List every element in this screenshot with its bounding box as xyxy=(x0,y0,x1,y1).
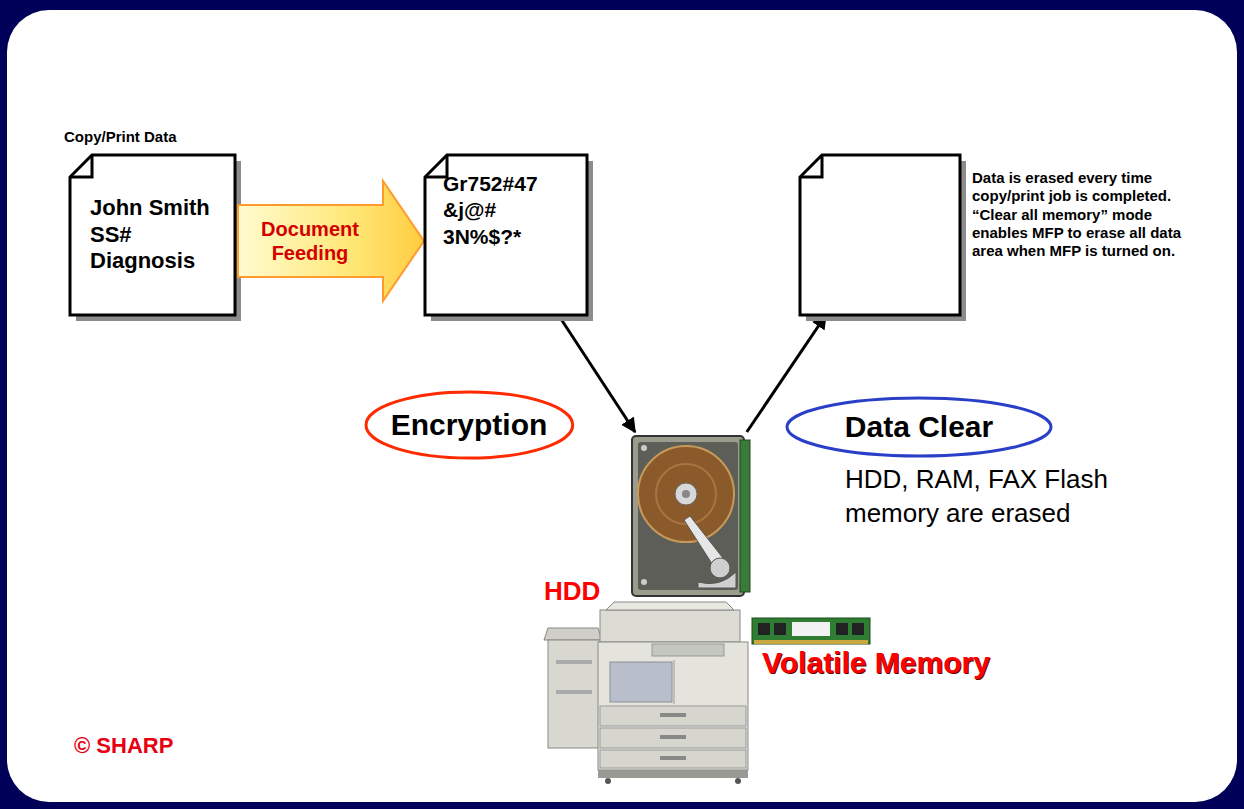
ram-chip xyxy=(758,623,770,635)
hdd-magnet xyxy=(698,572,736,588)
data-clear-ellipse: Data Clear xyxy=(785,396,1053,458)
scanner xyxy=(600,610,740,642)
page-sheet xyxy=(425,155,587,315)
ram-chip xyxy=(836,623,848,635)
door-seam xyxy=(674,660,675,704)
finisher-slot xyxy=(556,660,592,664)
hdd-actuator xyxy=(710,558,730,578)
finisher xyxy=(548,640,600,748)
hdd-spindle-hub xyxy=(682,490,690,498)
hdd-spindle xyxy=(675,483,697,505)
finisher-tray xyxy=(544,628,602,640)
copier xyxy=(544,602,748,784)
hdd-screw xyxy=(641,579,647,585)
hdd-screw xyxy=(641,445,647,451)
ram-chip xyxy=(774,623,786,635)
document-text: John Smith SS# Diagnosis xyxy=(90,195,216,275)
brand-mark: © SHARP xyxy=(74,733,173,759)
hdd-platter-ring xyxy=(656,464,716,524)
front-door xyxy=(610,662,672,702)
hdd-outline xyxy=(628,432,752,600)
flow-arrow xyxy=(558,315,635,432)
ellipse-outline xyxy=(366,392,573,458)
ram-pins xyxy=(754,640,868,644)
tray-handle xyxy=(660,713,686,717)
paper-tray xyxy=(600,706,746,726)
cleared-document: Data is erased every time copy/print job… xyxy=(800,155,960,315)
hdd-cavity xyxy=(638,442,738,590)
page-sheet xyxy=(800,155,960,315)
feeding-arrow: Document Feeding xyxy=(237,180,425,302)
tray-handle xyxy=(660,735,686,739)
memory-label: Volatile Memory xyxy=(762,646,990,680)
document-heading: Copy/Print Data xyxy=(64,128,177,145)
control-panel xyxy=(652,644,724,656)
caster xyxy=(735,778,741,784)
copier-body xyxy=(598,642,748,770)
block-arrow xyxy=(238,181,424,301)
source-document: Copy/Print DataJohn Smith SS# Diagnosis xyxy=(70,155,235,315)
page-sheet xyxy=(70,155,235,315)
caster xyxy=(605,778,611,784)
encryption-ellipse: Encryption xyxy=(364,390,575,460)
document-feeder xyxy=(606,602,734,610)
hdd-platter xyxy=(638,446,734,542)
ram-sticker xyxy=(792,622,830,636)
hdd-label: HDD xyxy=(544,576,600,607)
page-fold xyxy=(800,155,822,177)
ram-board xyxy=(752,618,870,644)
memory-note: HDD, RAM, FAX Flash memory are erased xyxy=(845,463,1127,531)
ellipse-label: Encryption xyxy=(391,408,548,442)
ram-chip xyxy=(852,623,864,635)
encrypted-document: Gr752#47 &j@# 3N%$?* xyxy=(425,155,587,315)
copier-base xyxy=(598,770,748,778)
erase-note: Data is erased every time copy/print job… xyxy=(972,169,1196,260)
paper-tray xyxy=(600,750,746,768)
encrypted-text: Gr752#47 &j@# 3N%$?* xyxy=(443,171,555,250)
arrow-label: Document Feeding xyxy=(246,217,374,265)
hdd-case xyxy=(632,436,744,596)
tray-handle xyxy=(660,756,686,760)
page-outline xyxy=(800,155,960,315)
ram-module xyxy=(752,618,870,644)
finisher-slot xyxy=(556,690,592,694)
hdd-drawing xyxy=(632,436,750,596)
paper-tray xyxy=(600,728,746,748)
hdd-pcb xyxy=(740,440,750,592)
ellipse-label: Data Clear xyxy=(845,410,993,444)
ellipse-outline xyxy=(787,398,1051,456)
feed-outline xyxy=(237,180,425,302)
hard-disk: HDD xyxy=(628,432,752,600)
page-fold xyxy=(70,155,92,177)
